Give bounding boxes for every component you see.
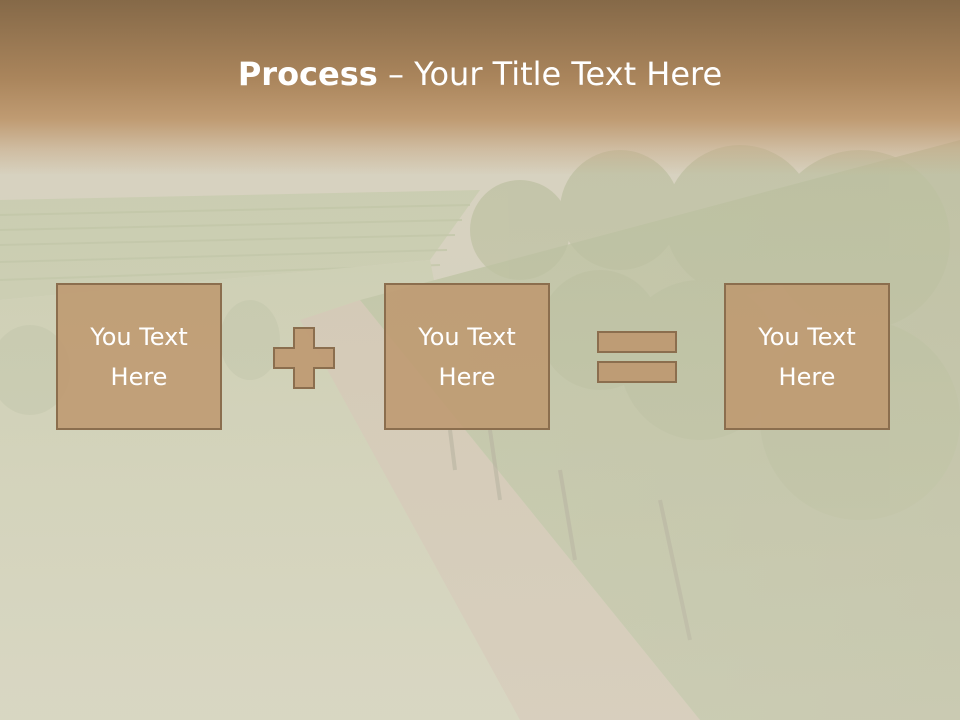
process-box-1: You Text Here	[56, 283, 222, 430]
title-band	[0, 0, 960, 175]
title-bold-word: Process	[237, 55, 378, 93]
title-rest: – Your Title Text Here	[377, 55, 723, 93]
equals-icon	[597, 331, 677, 383]
slide-title: Process – Your Title Text Here	[0, 50, 960, 98]
process-box-2: You Text Here	[384, 283, 550, 430]
process-box-3: You Text Here	[724, 283, 890, 430]
plus-icon	[273, 327, 335, 389]
